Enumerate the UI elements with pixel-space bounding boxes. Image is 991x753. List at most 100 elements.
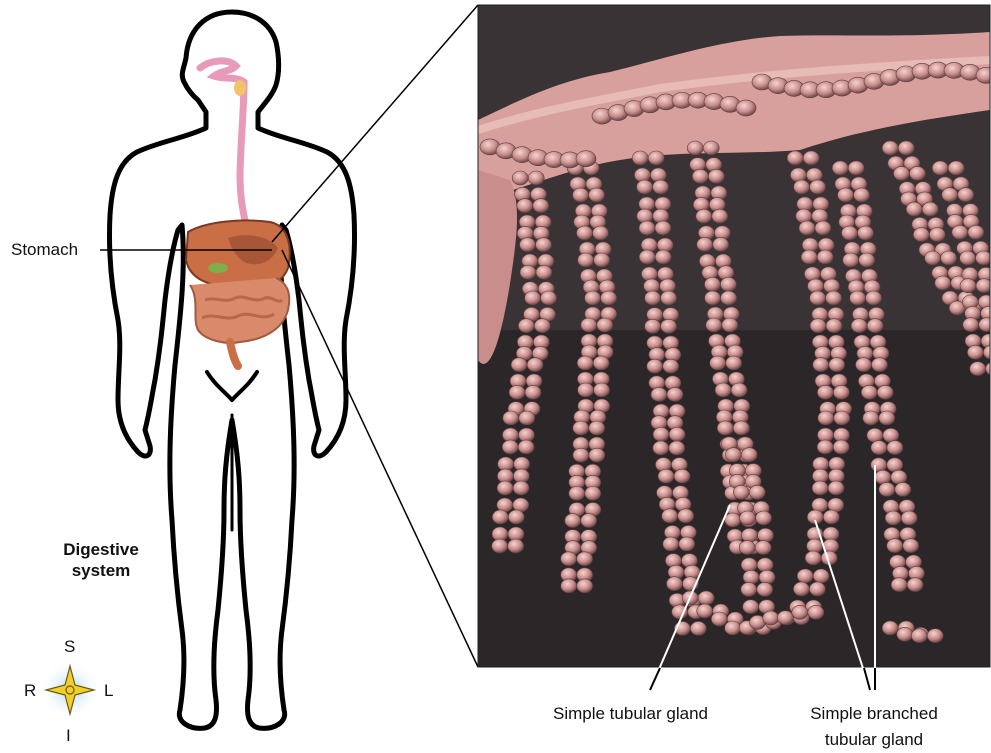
gland-cell <box>799 221 815 235</box>
gland-cell <box>759 570 775 584</box>
gland-cell <box>657 267 673 281</box>
gland-cell <box>581 514 597 528</box>
gland-cell <box>518 319 534 333</box>
gland-cell <box>871 441 887 455</box>
gland-cell <box>573 188 589 202</box>
gland-cell <box>577 552 593 566</box>
gland-cell <box>895 482 911 496</box>
gland-cell <box>879 411 895 425</box>
gland-cell <box>573 448 589 462</box>
gland-cell <box>492 539 508 553</box>
gland-cell <box>666 577 682 591</box>
gland-cell <box>891 470 907 484</box>
gland-cell <box>820 267 836 281</box>
gland-cell <box>512 171 528 185</box>
gland-cell <box>663 537 679 551</box>
gland-cell <box>508 539 524 553</box>
gland-cell <box>712 209 728 223</box>
gland-cell <box>520 265 536 279</box>
gland-cell <box>733 421 749 435</box>
gland-cell <box>674 469 690 483</box>
gland-cell <box>725 621 741 635</box>
micrograph <box>478 5 991 667</box>
gland-cell <box>715 383 731 397</box>
gland-cell <box>755 541 771 555</box>
gland-cell <box>813 358 829 372</box>
compass-right-label: R <box>24 681 36 701</box>
gland-cell <box>970 362 986 376</box>
surface-cell <box>736 100 756 116</box>
gland-cell <box>777 611 793 625</box>
gland-cell <box>887 458 903 472</box>
gland-cell <box>503 411 519 425</box>
gland-cell <box>858 226 874 240</box>
gland-cell <box>534 319 550 333</box>
gland-cell <box>687 141 703 155</box>
gland-cell <box>813 569 829 583</box>
leader-tails <box>650 668 875 690</box>
gland-cell <box>569 486 585 500</box>
gland-cell <box>897 627 913 641</box>
gland-cell <box>593 226 609 240</box>
stomach-label: Stomach <box>11 240 78 260</box>
gland-cell <box>739 541 755 555</box>
gland-cell <box>967 345 983 359</box>
compass-inferior-label: I <box>66 726 71 746</box>
gland-cell <box>667 387 683 401</box>
gland-cell <box>645 291 661 305</box>
gland-cell <box>882 621 898 635</box>
gland-cell <box>578 383 594 397</box>
gland-cell <box>492 510 508 524</box>
gland-cell <box>942 188 958 202</box>
gland-cell <box>812 209 828 223</box>
gland-cell <box>787 151 803 165</box>
gland-cell <box>891 578 907 592</box>
gland-cell <box>637 180 653 194</box>
gland-cell <box>743 600 759 614</box>
compass-rose-icon <box>40 660 100 720</box>
gland-cell <box>866 291 882 305</box>
simple-branched-tubular-gland-label: Simple branched tubular gland <box>792 704 956 750</box>
gland-cell <box>692 169 708 183</box>
gland-cell <box>960 279 976 293</box>
gland-cell <box>561 579 577 593</box>
gland-cell <box>517 199 533 213</box>
gland-cell <box>875 470 891 484</box>
gland-cell <box>968 225 984 239</box>
gland-cell <box>533 199 549 213</box>
simple-branched-label-line2: tubular gland <box>792 730 956 750</box>
gland-cell <box>708 169 724 183</box>
gland-cell <box>818 411 834 425</box>
gland-cell <box>502 440 518 454</box>
gland-cell <box>703 141 719 155</box>
gland-cell <box>577 226 593 240</box>
gland-cell <box>698 591 714 605</box>
gland-cell <box>907 578 923 592</box>
gland-cell <box>810 180 826 194</box>
gland-cell <box>573 421 589 435</box>
gland-cell <box>817 440 833 454</box>
gland-cell <box>513 481 529 495</box>
gland-cell <box>901 511 917 525</box>
gland-cell <box>941 251 957 265</box>
gland-cell <box>697 604 713 618</box>
gland-cell <box>810 319 826 333</box>
gland-cell <box>741 558 757 572</box>
gland-cell <box>911 629 927 643</box>
gland-cell <box>829 358 845 372</box>
gland-cell <box>906 202 922 216</box>
gland-cell <box>594 383 610 397</box>
gland-cell <box>713 237 729 251</box>
gland-cell <box>863 411 879 425</box>
esophagus <box>200 61 246 226</box>
simple-branched-label-line1: Simple branched <box>792 704 956 724</box>
gland-cell <box>519 411 535 425</box>
gland-cell <box>756 511 772 525</box>
gland-cell <box>925 251 941 265</box>
gland-cell <box>706 318 722 332</box>
gland-cell <box>525 385 541 399</box>
gland-cell <box>511 358 527 372</box>
gland-cell <box>929 228 945 242</box>
gland-cell <box>882 141 898 155</box>
gland-cell <box>851 319 867 333</box>
